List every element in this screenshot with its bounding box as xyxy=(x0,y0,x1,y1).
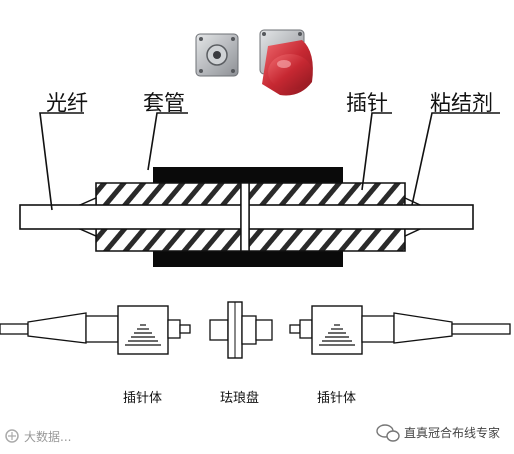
flange xyxy=(209,301,273,359)
wechat-icon xyxy=(376,424,400,442)
label-flange: 珐琅盘 xyxy=(220,390,259,406)
connector-left xyxy=(0,305,191,355)
connector-right xyxy=(289,305,511,355)
cross-section: 光纤 套管 插针 粘结剂 xyxy=(19,91,500,267)
leader-fiber xyxy=(39,112,84,211)
label-ferrule: 插针 xyxy=(346,91,388,115)
fiber-right xyxy=(248,204,474,230)
triangle-icon xyxy=(319,324,355,346)
adapter-side-photo xyxy=(259,29,313,96)
label-sleeve: 套管 xyxy=(143,91,185,115)
logo-icon xyxy=(5,429,19,443)
leader-ferrule xyxy=(361,112,392,191)
sleeve-bottom xyxy=(153,251,343,267)
fc-adapter-photo xyxy=(195,29,313,96)
center-gap xyxy=(240,182,250,252)
triangle-icon xyxy=(125,324,161,346)
label-ferrule-body-right: 插针体 xyxy=(317,391,356,406)
leader-sleeve xyxy=(147,112,188,171)
sleeve-top xyxy=(153,167,343,183)
fiber-left xyxy=(19,204,242,230)
label-ferrule-body-left: 插针体 xyxy=(123,391,162,406)
watermark-left: 大数据... xyxy=(5,429,71,444)
watermark-right-text: 直真冠合布线专家 xyxy=(404,425,500,440)
label-fiber: 光纤 xyxy=(46,91,88,115)
connector-schematic: 插针体 珐琅盘 插针体 xyxy=(0,301,511,406)
watermark-right: 直真冠合布线专家 xyxy=(376,424,500,442)
adapter-front-photo xyxy=(195,33,239,77)
watermark-left-text: 大数据... xyxy=(24,429,71,444)
leader-adhesive xyxy=(411,112,500,206)
label-adhesive: 粘结剂 xyxy=(430,91,493,115)
